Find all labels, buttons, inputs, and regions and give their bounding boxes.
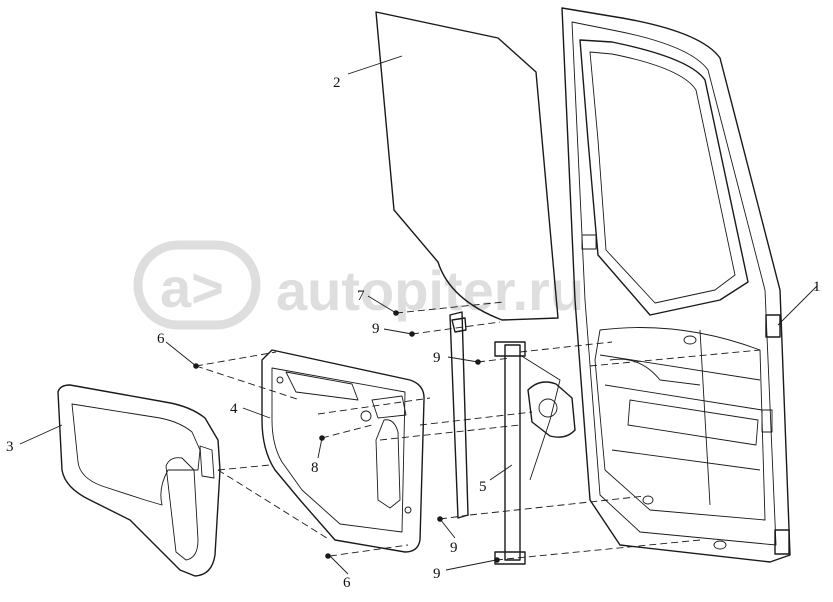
- leader-5: [489, 464, 513, 481]
- callout-9d: 9: [433, 566, 441, 582]
- callout-5: 5: [479, 479, 487, 495]
- door-frame: [561, 7, 791, 563]
- watermark-text: autopiter.ru: [276, 259, 584, 322]
- callout-9a: 9: [372, 321, 380, 337]
- leader-6a: [165, 341, 197, 367]
- bolt-9c: [437, 516, 443, 522]
- leader-9b: [447, 356, 479, 363]
- callout-6-lower: 6: [343, 575, 351, 591]
- callout-2: 2: [333, 75, 341, 91]
- callout-8: 8: [311, 460, 319, 476]
- leader-2: [347, 55, 403, 75]
- leader-9a: [383, 328, 413, 335]
- fastener-dots: [193, 310, 500, 563]
- bolt-9d: [494, 557, 500, 563]
- callout-1: 1: [813, 279, 821, 295]
- trim-panel: [57, 384, 221, 577]
- callout-7: 7: [357, 288, 365, 304]
- fastener-6-upper: [193, 363, 199, 369]
- leader-1: [777, 285, 818, 326]
- callout-4: 4: [230, 401, 238, 417]
- callout-6-upper: 6: [157, 331, 165, 347]
- callout-labels: 1 2 3 4 5 6 6 7 8 9 9 9 9: [6, 75, 821, 591]
- assembly-lines: [195, 301, 761, 561]
- leader-3: [19, 424, 63, 445]
- watermark-badge: [133, 240, 261, 330]
- inner-panel: [261, 349, 425, 553]
- callout-9c: 9: [450, 540, 458, 556]
- leader-9c: [439, 518, 456, 539]
- leader-7: [367, 295, 397, 314]
- window-glass: [375, 11, 559, 321]
- leader-8: [317, 437, 323, 459]
- leader-lines: [19, 55, 818, 575]
- clip-8: [319, 435, 325, 441]
- bolt-9a: [409, 331, 415, 337]
- callout-3: 3: [6, 439, 14, 455]
- leader-9d: [445, 559, 497, 571]
- callout-9b: 9: [433, 350, 441, 366]
- leader-4: [242, 407, 271, 419]
- leader-6b: [329, 555, 349, 575]
- watermark-badge-glyph: a>: [160, 256, 224, 319]
- window-regulator: [449, 311, 576, 565]
- watermark: a> autopiter.ru: [133, 240, 584, 330]
- fastener-6-lower: [325, 553, 331, 559]
- bolt-9b: [475, 359, 481, 365]
- bolt-7: [393, 310, 399, 316]
